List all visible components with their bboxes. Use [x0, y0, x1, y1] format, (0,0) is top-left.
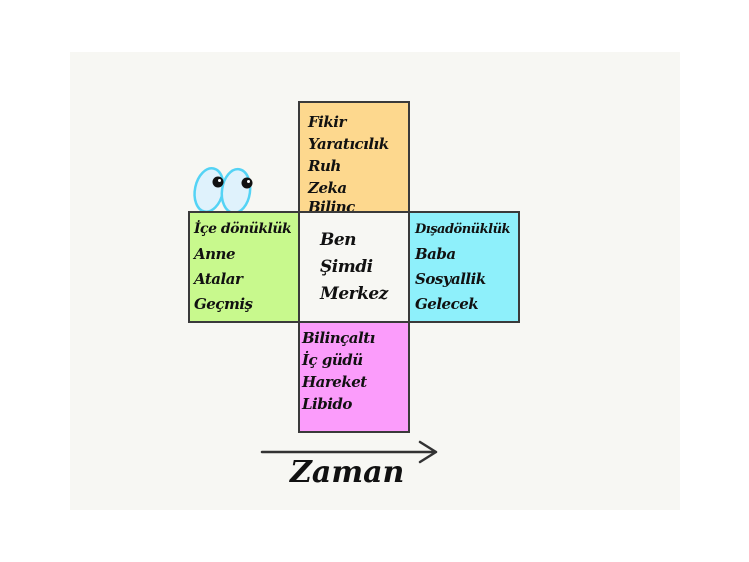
box-text: Libido — [302, 395, 352, 413]
box-text: Merkez — [320, 284, 388, 304]
box-text: Yaratıcılık — [308, 135, 389, 153]
box-top: Fikir Yaratıcılık Ruh Zeka Bilinç — [298, 101, 410, 213]
googly-eyes-icon — [193, 167, 253, 215]
box-right: Dışadönüklük Baba Sosyallik Gelecek — [408, 211, 520, 323]
box-text: Ruh — [308, 157, 341, 175]
box-text: Fikir — [308, 113, 346, 131]
arrow-right-icon — [260, 440, 438, 464]
box-text: Anne — [194, 245, 236, 263]
box-text: Baba — [415, 245, 456, 263]
box-bottom: Bilinçaltı İç güdü Hareket Libido — [298, 321, 410, 433]
box-text: Bilinç — [308, 198, 355, 213]
box-text: İç güdü — [302, 351, 363, 369]
box-text: Dışadönüklük — [415, 222, 511, 237]
box-text: Hareket — [302, 373, 367, 391]
box-text: Şimdi — [320, 257, 373, 277]
time-axis-label: Zaman — [290, 455, 405, 490]
box-text: Ben — [320, 230, 357, 250]
box-text: Gelecek — [415, 295, 479, 313]
box-left: İçe dönüklük Anne Atalar Geçmiş — [188, 211, 300, 323]
box-text: Bilinçaltı — [302, 329, 375, 347]
box-text: Zeka — [308, 179, 347, 197]
box-center: Ben Şimdi Merkez — [298, 211, 410, 323]
box-text: Sosyallik — [415, 270, 486, 288]
box-text: Atalar — [194, 270, 243, 288]
box-text: Geçmiş — [194, 295, 253, 313]
box-text: İçe dönüklük — [194, 221, 292, 237]
